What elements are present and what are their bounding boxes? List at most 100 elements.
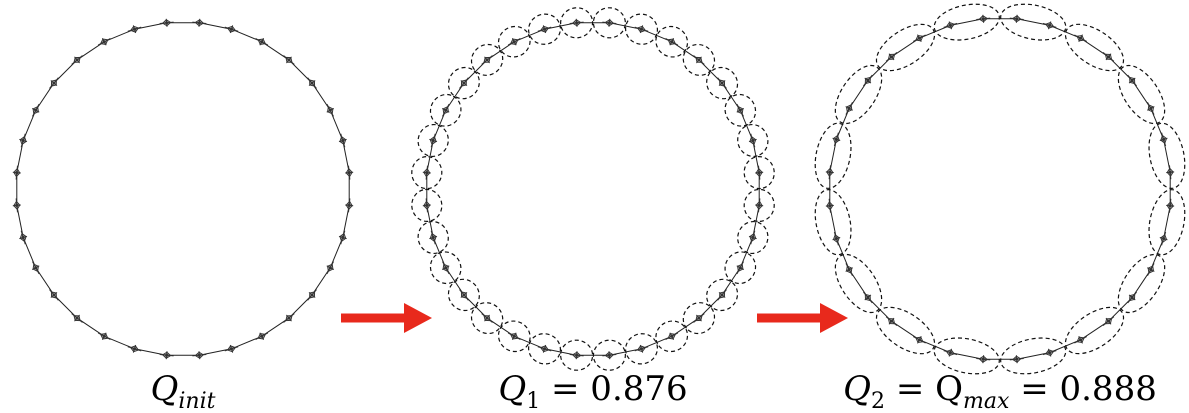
node-cluster	[459, 289, 469, 301]
node-cluster	[912, 336, 926, 344]
node-cluster	[481, 55, 493, 65]
node-cluster	[1074, 34, 1088, 42]
community-outline	[527, 333, 562, 365]
node-cluster	[192, 18, 207, 27]
node-cluster	[441, 261, 450, 275]
node-cluster	[832, 231, 841, 246]
community-outline	[429, 251, 462, 285]
node-cluster	[345, 165, 354, 180]
node-cluster	[422, 198, 431, 213]
node-cluster	[422, 165, 431, 180]
node-cluster	[1102, 51, 1115, 62]
node-cluster	[885, 51, 898, 62]
community-outline	[1148, 189, 1186, 256]
community-outline	[933, 3, 1000, 41]
node-cluster	[224, 344, 239, 353]
node-cluster	[602, 18, 617, 27]
ring-panel-init	[12, 18, 354, 360]
right-arrow-icon	[341, 303, 432, 333]
node-cluster	[192, 351, 207, 360]
node-cluster	[832, 132, 841, 147]
node-cluster	[755, 165, 764, 180]
node-cluster	[634, 25, 649, 34]
node-cluster	[825, 198, 834, 213]
node-cluster	[71, 313, 83, 323]
community-outline	[560, 7, 594, 39]
node-cluster	[338, 230, 347, 245]
node-cluster	[943, 21, 958, 30]
community-outline	[724, 251, 757, 285]
node-cluster	[717, 77, 727, 89]
node-cluster	[283, 55, 295, 65]
node-cluster	[429, 133, 438, 148]
ring-edge	[16, 22, 350, 356]
node-cluster	[1127, 291, 1138, 304]
node-cluster	[326, 103, 335, 117]
ring-panel-q1	[411, 7, 775, 371]
community-outline	[655, 320, 689, 353]
node-cluster	[1009, 355, 1024, 364]
community-outline	[411, 156, 443, 190]
community-outline	[1117, 64, 1166, 125]
community-outline	[592, 339, 626, 371]
community-outline	[1000, 337, 1067, 375]
node-cluster	[345, 198, 354, 213]
node-cluster	[12, 165, 21, 180]
community-outline	[497, 320, 531, 353]
label-q1: Q1 = 0.876	[498, 369, 687, 413]
node-cluster	[224, 25, 239, 34]
node-cluster	[665, 37, 679, 46]
node-cluster	[1159, 231, 1168, 246]
ring-panel-q2	[814, 3, 1186, 375]
node-cluster	[569, 351, 584, 360]
node-cluster	[845, 101, 853, 115]
node-cluster	[49, 77, 59, 89]
community-outline	[470, 302, 504, 335]
community-outline	[814, 189, 852, 256]
community-outline	[834, 253, 883, 314]
node-cluster	[159, 351, 174, 360]
node-cluster	[736, 261, 745, 275]
right-arrow-icon	[757, 303, 848, 333]
node-cluster	[97, 37, 111, 46]
community-outline	[933, 337, 1000, 375]
node-cluster	[885, 316, 898, 327]
node-cluster	[634, 344, 649, 353]
node-cluster	[537, 344, 552, 353]
community-outline	[682, 43, 716, 76]
node-cluster	[976, 355, 991, 364]
community-outline	[743, 188, 775, 222]
node-cluster	[736, 103, 745, 117]
node-cluster	[862, 74, 873, 87]
community-outline	[1000, 3, 1067, 41]
community-outline	[655, 25, 689, 58]
node-cluster	[748, 230, 757, 245]
node-cluster	[755, 198, 764, 213]
node-cluster	[1147, 101, 1155, 115]
node-cluster	[19, 230, 28, 245]
ring-edge	[829, 18, 1171, 360]
node-cluster	[159, 18, 174, 27]
node-cluster	[537, 25, 552, 34]
node-cluster	[255, 332, 269, 341]
community-outline	[560, 339, 594, 371]
community-outline	[875, 306, 936, 355]
node-cluster	[717, 289, 727, 301]
community-outline	[1117, 253, 1166, 314]
node-cluster	[127, 25, 142, 34]
node-cluster	[693, 55, 705, 65]
node-cluster	[307, 289, 317, 301]
node-cluster	[31, 103, 40, 117]
node-cluster	[1166, 198, 1175, 213]
node-cluster	[49, 289, 59, 301]
node-cluster	[1042, 21, 1057, 30]
node-cluster	[97, 332, 111, 341]
node-cluster	[1127, 74, 1138, 87]
community-outline	[737, 220, 769, 255]
node-cluster	[127, 344, 142, 353]
community-outline	[527, 13, 562, 45]
node-cluster	[71, 55, 83, 65]
node-cluster	[569, 18, 584, 27]
community-outline	[592, 7, 626, 39]
community-outline	[1064, 23, 1125, 72]
